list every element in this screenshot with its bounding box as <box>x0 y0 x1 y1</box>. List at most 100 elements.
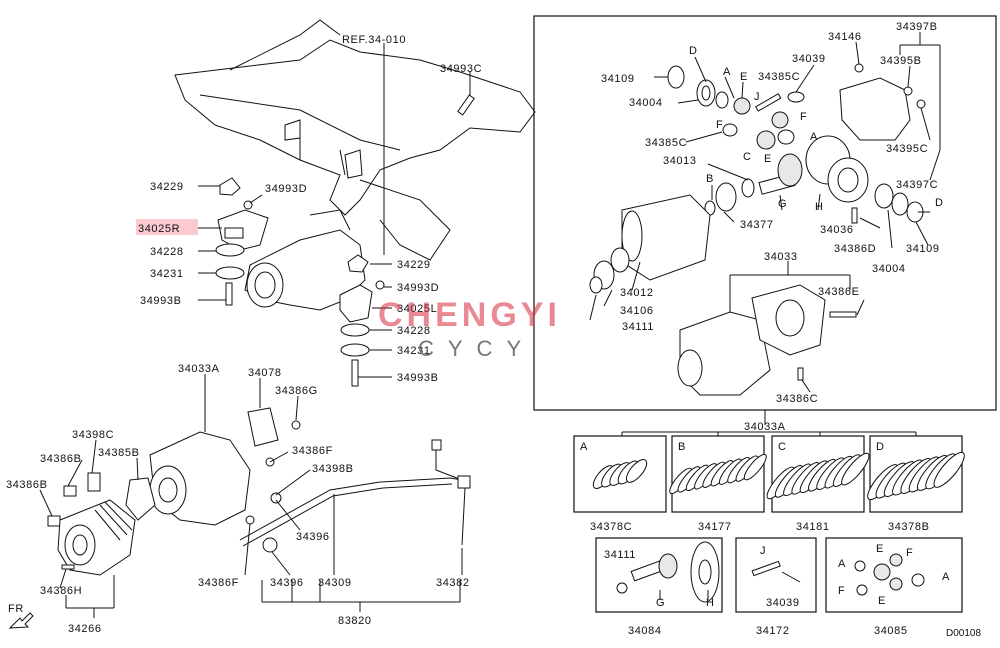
part-label: 34228 <box>150 246 184 258</box>
watermark-main: CHENGYI <box>378 296 561 334</box>
part-label: 34177 <box>698 521 732 533</box>
part-label: 34378B <box>888 521 930 533</box>
part-label: 34229 <box>150 181 184 193</box>
wire-harness <box>239 439 471 547</box>
part-label: 34386F <box>292 445 333 457</box>
part-label-highlighted: 34025R <box>138 223 180 235</box>
part-label: 34266 <box>68 623 102 635</box>
part-label: 34382 <box>436 577 470 589</box>
part-label: E <box>876 543 884 555</box>
kit-gear-set <box>616 541 720 603</box>
part-label: 34111 <box>604 549 636 561</box>
part-label: 34039 <box>766 597 800 609</box>
crossmember-frame <box>174 19 536 261</box>
labels-kits: 34033A A B C D 34378C 34177 34181 34378B… <box>580 421 981 639</box>
leaders-bottom-left <box>39 374 463 618</box>
part-label: A <box>838 558 846 570</box>
part-label: 34231 <box>397 345 431 357</box>
part-label: G <box>778 198 787 210</box>
part-label: 34993D <box>265 183 307 195</box>
labels-top-left: REF.34-010 34993C 34229 34993D 34025R 34… <box>138 34 482 384</box>
labels-bottom-left: 34033A 34078 34386G 34398C 34386B 34385B… <box>6 363 470 635</box>
watermark: CHENGYI CYCY <box>378 296 561 361</box>
leaders-top-left <box>198 43 471 378</box>
part-label: F <box>716 119 723 131</box>
part-label: 34386G <box>275 385 318 397</box>
part-label: 34386H <box>40 585 82 597</box>
kit-boxes <box>573 431 963 613</box>
part-label: 34033A <box>744 421 786 433</box>
part-label: C <box>778 441 787 453</box>
part-label: 34025L <box>397 303 437 315</box>
part-label: D <box>935 197 944 209</box>
part-label: 34395B <box>880 55 922 67</box>
part-label: H <box>815 201 824 213</box>
part-label: 34012 <box>620 287 654 299</box>
part-label: D <box>689 45 698 57</box>
part-label: 34386F <box>198 577 239 589</box>
part-label: 34398B <box>312 463 354 475</box>
part-label: 34309 <box>318 577 352 589</box>
part-label: 34085 <box>874 625 908 637</box>
highlight-34025R <box>136 219 198 235</box>
part-label: A <box>723 66 731 78</box>
fr-arrow <box>8 612 34 629</box>
kit-diff-gears <box>854 553 925 596</box>
leaders-right-box <box>589 32 941 425</box>
watermark-sub: CYCY <box>418 336 535 361</box>
part-label: H <box>706 597 715 609</box>
part-label: 34181 <box>796 521 830 533</box>
part-label: 34386C <box>776 393 818 405</box>
part-label: 34228 <box>397 325 431 337</box>
part-label: E <box>878 595 886 607</box>
part-label: 34386B <box>40 453 82 465</box>
part-label: 34078 <box>248 367 282 379</box>
shim-ring <box>933 451 965 488</box>
part-label: 34993C <box>440 63 482 75</box>
part-label: 34109 <box>906 243 940 255</box>
rear-diff-assembly-parts <box>47 407 301 576</box>
part-label: 34993D <box>397 282 439 294</box>
part-label: 34039 <box>792 53 826 65</box>
part-label: 34396 <box>270 577 304 589</box>
part-label: 34146 <box>828 31 862 43</box>
part-label: 34397C <box>896 179 938 191</box>
part-label: 34385C <box>645 137 687 149</box>
part-label: 34385B <box>98 447 140 459</box>
part-label: 34004 <box>872 263 906 275</box>
exploded-diff-parts <box>589 63 926 396</box>
part-label: 34396 <box>296 531 330 543</box>
part-label: F <box>838 585 845 597</box>
left-mount-stack <box>215 177 269 306</box>
part-label: 34395C <box>886 143 928 155</box>
part-label: 34084 <box>628 625 662 637</box>
part-label: E <box>764 153 772 165</box>
part-label: B <box>678 441 686 453</box>
part-label: 34378C <box>590 521 632 533</box>
ref-label: REF.34-010 <box>342 34 406 46</box>
part-label: 34993B <box>140 295 182 307</box>
part-label: 34172 <box>756 625 790 637</box>
part-label: 34397B <box>896 21 938 33</box>
fr-label: FR <box>8 603 24 615</box>
part-label: 34111 <box>622 321 654 333</box>
part-label: J <box>754 91 760 103</box>
right-mount-stack <box>339 254 385 387</box>
part-label: 83820 <box>338 615 372 627</box>
part-label: 34377 <box>740 219 774 231</box>
part-label: 34033 <box>764 251 798 263</box>
part-label: A <box>942 571 950 583</box>
kit-shaft-pins <box>751 560 801 583</box>
part-label: E <box>740 71 748 83</box>
part-label: F <box>906 547 913 559</box>
part-label: A <box>810 131 818 143</box>
part-label: 34036 <box>820 224 854 236</box>
part-label: 34993B <box>397 372 439 384</box>
part-label: 34386D <box>834 243 876 255</box>
shim-ring <box>841 452 870 486</box>
part-label: 34106 <box>620 305 654 317</box>
part-label: 34386B <box>6 479 48 491</box>
part-label: 34109 <box>601 73 635 85</box>
